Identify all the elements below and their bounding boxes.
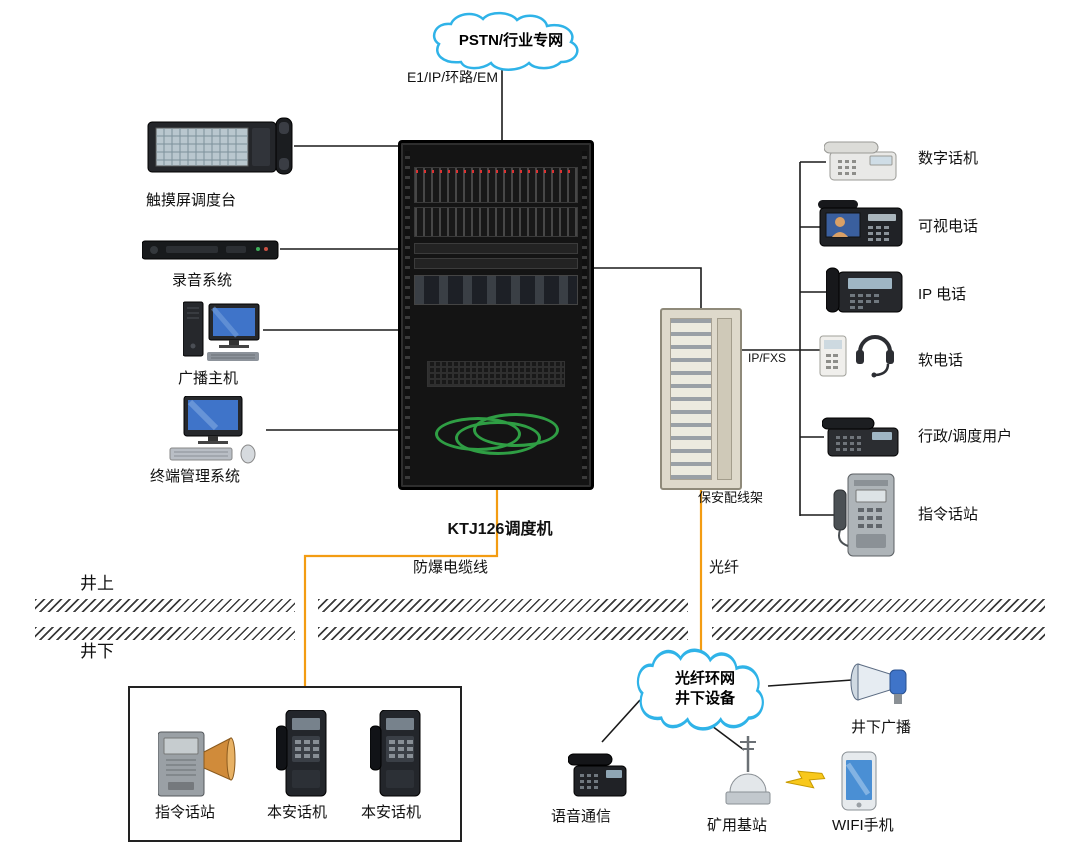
device-command-station-bottom	[157, 718, 238, 807]
touchscreen-console-icon	[147, 117, 293, 175]
device-voice-phone	[567, 740, 630, 807]
rack-rail	[582, 151, 587, 479]
rack-vent-panel	[427, 361, 565, 387]
label-softphone: 软电话	[918, 352, 964, 369]
wire-blast-cable	[303, 490, 499, 686]
rack-label: KTJ126调度机	[447, 521, 553, 538]
label-underground-speaker: 井下广播	[851, 719, 912, 736]
wire-rack-to-frame	[594, 267, 702, 308]
rack-led-row	[416, 170, 576, 173]
softphone-icon	[819, 335, 894, 378]
surface-divider-segment	[35, 627, 295, 640]
label-command-station-right: 指令话站	[918, 506, 979, 523]
digital-phone-icon	[823, 141, 897, 181]
recording-system-icon	[141, 240, 279, 260]
surface-divider-segment	[318, 627, 688, 640]
zone-underground-label: 井下	[80, 642, 114, 661]
safe-phone-icon	[369, 709, 421, 797]
device-admin-phone	[821, 410, 906, 465]
device-base-station	[720, 736, 776, 813]
frame-terminal-rows	[670, 318, 712, 480]
label-ip-phone: IP 电话	[918, 286, 967, 303]
rack-line-cards	[414, 167, 578, 203]
label-digital-phone: 数字话机	[918, 150, 979, 167]
label-voice-phone: 语音通信	[551, 808, 612, 825]
device-softphone	[818, 330, 898, 387]
zone-surface-label: 井上	[80, 574, 114, 593]
fiber-ring-line1: 光纤环网	[674, 669, 735, 687]
blast-cable-label: 防爆电缆线	[413, 559, 489, 576]
ip-fxs-label: IP/FXS	[748, 351, 787, 365]
device-command-station-right	[832, 472, 898, 565]
device-touchscreen-console	[146, 112, 294, 181]
frame-cable-duct	[717, 318, 732, 480]
device-safe-phone-1	[275, 709, 328, 805]
pstn-cloud: PSTN/行业专网	[425, 10, 597, 72]
coil-loop	[473, 413, 559, 447]
device-terminal-management	[166, 395, 266, 469]
fiber-label: 光纤	[709, 559, 740, 576]
cloud-icon	[636, 648, 764, 731]
wire-cloud-to-voice	[601, 699, 641, 743]
device-recording-system	[141, 238, 280, 267]
ip-phone-icon	[825, 267, 903, 313]
terminal-management-icon	[169, 395, 256, 464]
rack-cable-coil	[435, 411, 563, 459]
device-digital-phone	[823, 134, 908, 189]
surface-divider-segment	[318, 599, 688, 612]
wifi-phone-icon	[841, 751, 877, 811]
rack-port-module	[414, 275, 578, 305]
label-recording-system: 录音系统	[172, 272, 233, 289]
video-phone-icon	[818, 200, 903, 247]
label-broadcast-host: 广播主机	[178, 370, 239, 387]
label-command-station-bottom: 指令话站	[155, 804, 216, 821]
surface-divider-segment	[712, 627, 1045, 640]
command-station-horn-icon	[157, 731, 236, 797]
device-ip-phone	[825, 262, 904, 321]
rack-unit	[414, 258, 578, 269]
label-wifi-phone: WIFI手机	[832, 817, 894, 834]
cloud-icon	[432, 11, 579, 71]
pstn-cloud-label: PSTN/行业专网	[458, 31, 564, 49]
distribution-frame	[660, 308, 742, 490]
device-broadcast-host	[182, 298, 263, 369]
label-safe-phone-2: 本安话机	[361, 804, 422, 821]
wire-cloud-to-basestation	[711, 725, 745, 751]
label-admin-phone: 行政/调度用户	[918, 428, 1013, 445]
wire-cloud-to-speaker	[767, 679, 853, 687]
voice-phone-icon	[567, 753, 627, 797]
frame-label: 保安配线架	[698, 490, 764, 505]
rack-rail	[405, 151, 410, 479]
broadcast-host-icon	[182, 301, 260, 361]
label-safe-phone-1: 本安话机	[267, 804, 328, 821]
device-wifi-phone	[840, 750, 880, 817]
safe-phone-icon	[275, 709, 327, 797]
surface-divider-segment	[35, 599, 295, 612]
admin-phone-icon	[821, 417, 899, 457]
label-terminal-management: 终端管理系统	[150, 468, 241, 485]
device-safe-phone-2	[369, 709, 422, 805]
base-station-icon	[725, 736, 771, 805]
surface-divider-segment	[712, 599, 1045, 612]
device-underground-speaker	[850, 652, 912, 719]
trunk-link-label: E1/IP/环路/EM	[406, 69, 498, 85]
speaker-horn-icon	[850, 663, 907, 704]
device-video-phone	[818, 196, 906, 255]
fiber-ring-cloud: 光纤环网 井下设备	[630, 646, 780, 732]
label-touchscreen-console: 触摸屏调度台	[146, 192, 237, 209]
command-station-icon	[833, 473, 895, 557]
fiber-ring-line2: 井下设备	[674, 690, 735, 707]
rack-unit	[414, 243, 578, 254]
label-video-phone: 可视电话	[918, 218, 979, 235]
fiber-ring-cloud-label: 光纤环网 井下设备	[630, 646, 780, 732]
lightning-icon	[785, 770, 826, 789]
rack-line-cards	[414, 207, 578, 237]
dispatch-rack	[398, 140, 594, 490]
label-base-station: 矿用基站	[707, 817, 768, 834]
